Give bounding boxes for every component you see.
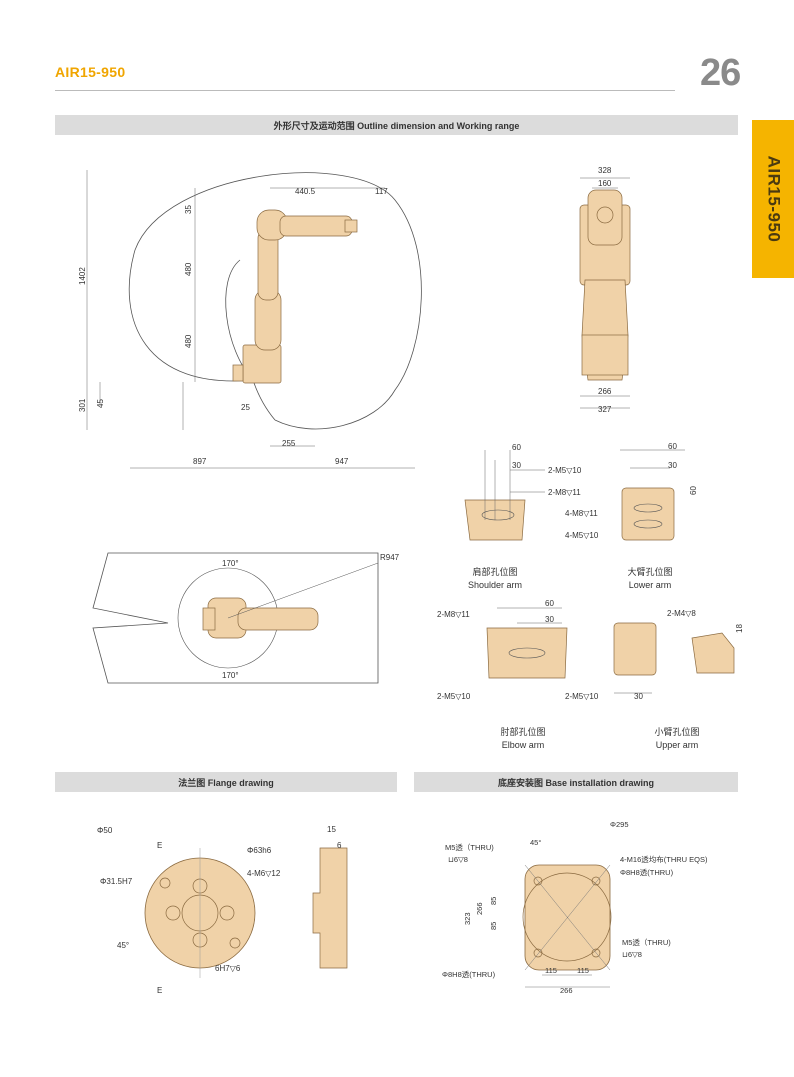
upper-m4: 2-M4▽8	[667, 609, 696, 618]
upper-m5: 2-M5▽10	[565, 692, 599, 701]
lower-arm-drawing: 60 30 60 4-M8▽11 4-M5▽10	[565, 442, 698, 541]
lower-m5: 4-M5▽10	[565, 531, 599, 540]
base-phi8-b: Φ8H8透(THRU)	[442, 970, 496, 979]
elbow-caption-en: Elbow arm	[501, 740, 545, 750]
dim-160: 160	[598, 179, 612, 188]
flange-drawing: Φ50 E Φ63h6 4-M6▽12 Φ31.5H7 45° 6H7▽6 E …	[97, 825, 348, 995]
elbow-arm-drawing: 2-M8▽11 60 30 2-M5▽10	[437, 599, 568, 701]
base-d115-b: 115	[577, 966, 589, 975]
base-45: 45°	[530, 838, 541, 847]
lower-caption-cn: 大臂孔位图	[627, 567, 673, 577]
base-m5-b-depth: ⊔6▽8	[622, 950, 642, 959]
dim-255: 255	[282, 439, 296, 448]
lower-d30: 30	[668, 461, 677, 470]
flange-phi63: Φ63h6	[247, 846, 272, 855]
dim-25: 25	[241, 403, 250, 412]
base-m16: 4-M16透均布(THRU EQS)	[620, 854, 708, 864]
header-rule	[55, 90, 675, 91]
base-d115-a: 115	[545, 966, 557, 975]
shoulder-arm-drawing: 60 30 2-M5▽10 2-M8▽11	[464, 443, 582, 541]
shoulder-caption-cn: 肩部孔位图	[472, 567, 518, 577]
top-view-drawing: R947 170° 170°	[92, 552, 400, 684]
elbow-d30: 30	[545, 615, 554, 624]
section-bar-base: 底座安装图 Base installation drawing	[414, 772, 738, 792]
section-bar-flange: 法兰图 Flange drawing	[55, 772, 397, 792]
flange-e-bottom: E	[157, 986, 162, 995]
top-angle-top: 170°	[222, 559, 239, 568]
upper-d30: 30	[634, 692, 643, 701]
elbow-m8: 2-M8▽11	[437, 610, 470, 619]
upper-caption-cn: 小臂孔位图	[654, 727, 700, 737]
front-view-drawing: 328 160 266 327	[579, 166, 631, 414]
dim-35: 35	[184, 205, 193, 214]
section-title-outline: 外形尺寸及运动范围 Outline dimension and Working …	[273, 120, 520, 131]
base-d266-vertical: 266	[475, 902, 484, 915]
shoulder-caption-en: Shoulder arm	[467, 580, 523, 590]
side-tab: AIR15-950	[752, 120, 794, 278]
dim-1402: 1402	[78, 267, 87, 285]
dim-440-5: 440.5	[295, 187, 316, 196]
base-d323: 323	[463, 912, 472, 925]
lower-m8: 4-M8▽11	[565, 509, 598, 518]
dim-480-lower: 480	[184, 334, 193, 348]
dim-328: 328	[598, 166, 612, 175]
base-phi295: Φ295	[610, 820, 629, 829]
dim-480-upper: 480	[184, 262, 193, 276]
flange-phi50: Φ50	[97, 826, 113, 835]
shoulder-d30: 30	[512, 461, 521, 470]
shoulder-d60: 60	[512, 443, 521, 452]
base-d85-b: 85	[489, 922, 498, 930]
base-m5-a: M5透（THRU)	[445, 843, 494, 852]
dim-45: 45	[96, 399, 105, 408]
base-m5-a-depth: ⊔6▽8	[448, 855, 468, 864]
shoulder-m5: 2-M5▽10	[548, 466, 582, 475]
upper-d18: 18	[735, 624, 744, 633]
flange-d15: 15	[327, 825, 336, 834]
flange-6h7: 6H7▽6	[215, 964, 241, 973]
upper-arm-drawing: 2-M4▽8 18 2-M5▽10 30	[565, 609, 744, 701]
model-title: AIR15-950	[55, 64, 126, 80]
top-angle-bottom: 170°	[222, 671, 239, 680]
base-d85-a: 85	[489, 897, 498, 905]
dim-947: 947	[335, 457, 349, 466]
base-d266: 266	[560, 986, 573, 995]
side-tab-label: AIR15-950	[764, 155, 783, 243]
lower-caption-en: Lower arm	[628, 580, 672, 590]
base-phi8-a: Φ8H8透(THRU)	[620, 868, 674, 877]
dim-327: 327	[598, 405, 612, 414]
dim-117: 117	[375, 187, 388, 196]
flange-phi31: Φ31.5H7	[100, 877, 133, 886]
flange-m6: 4-M6▽12	[247, 869, 281, 878]
elbow-d60: 60	[545, 599, 554, 608]
flange-45: 45°	[117, 941, 129, 950]
elbow-caption-cn: 肘部孔位图	[500, 727, 546, 737]
lower-d60v: 60	[689, 486, 698, 495]
page-number: 26	[700, 52, 741, 94]
dim-266: 266	[598, 387, 612, 396]
elbow-m5: 2-M5▽10	[437, 692, 471, 701]
upper-caption-en: Upper arm	[655, 740, 699, 750]
top-r947: R947	[380, 553, 400, 562]
section-bar-outline: 外形尺寸及运动范围 Outline dimension and Working …	[55, 115, 738, 135]
dim-897: 897	[193, 457, 207, 466]
lower-d60: 60	[668, 442, 677, 451]
dim-301: 301	[78, 398, 87, 412]
flange-d6: 6	[337, 841, 342, 850]
shoulder-m8: 2-M8▽11	[548, 488, 581, 497]
flange-e-top: E	[157, 841, 162, 850]
section-title-base: 底座安装图 Base installation drawing	[497, 777, 655, 788]
base-drawing: 45° Φ295 M5透（THRU) ⊔6▽8 4-M16透均布(THRU EQ…	[442, 820, 708, 995]
base-m5-b: M5透（THRU)	[622, 938, 671, 947]
side-view-drawing: 440.5 117 1402 35 480 480 301 45 25 255 …	[78, 170, 422, 469]
section-title-flange: 法兰图 Flange drawing	[178, 777, 274, 788]
